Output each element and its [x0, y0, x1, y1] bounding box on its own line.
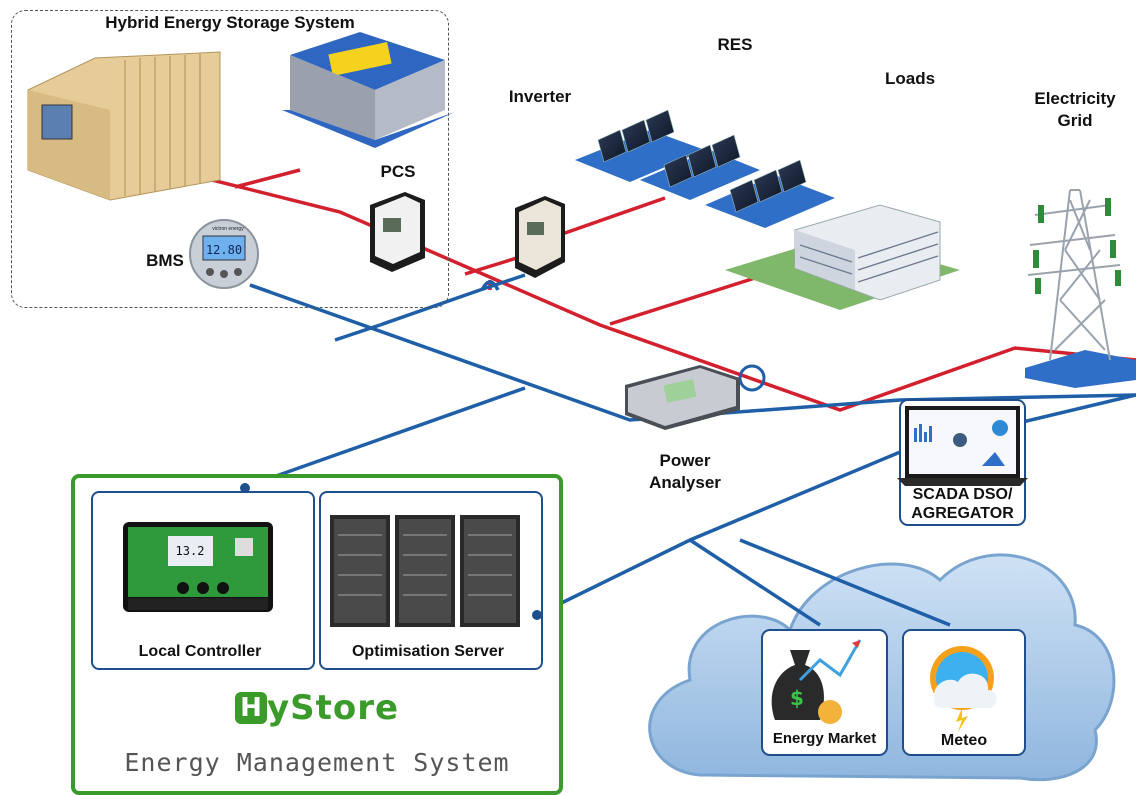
inverter-icon: [515, 196, 565, 278]
hystore-logo-text: yStore: [266, 688, 400, 728]
grid-label-line2: Grid: [1057, 111, 1093, 130]
line-crossover: [480, 280, 500, 291]
scada-label-line1: SCADA DSO/: [912, 486, 1013, 503]
battery-pack-icon: [282, 32, 455, 148]
bms-meter-icon: 12.80 victron energy: [189, 219, 259, 289]
solar-panels-icon: [575, 109, 835, 228]
res-label: RES: [717, 35, 753, 54]
ems-group: [71, 474, 563, 795]
energy-market-box: [761, 629, 888, 756]
transmission-tower-icon: [1025, 189, 1136, 388]
data-lines: [244, 273, 1136, 627]
ems-subtitle: Energy Management System: [124, 748, 510, 777]
bms-display-value: 12.80: [206, 243, 242, 257]
energy-market-label: Energy Market: [772, 730, 877, 747]
building-icon: [725, 204, 960, 310]
loads-label: Loads: [884, 69, 936, 88]
bms-label: BMS: [146, 251, 184, 270]
scada-monitor-icon: [897, 399, 1028, 526]
money-bag-icon: $: [771, 639, 862, 724]
optimisation-server-label: Optimisation Server: [351, 643, 505, 660]
weather-icon: [930, 646, 997, 732]
bms-brand-label: victron energy: [212, 226, 244, 232]
meteo-label: Meteo: [940, 732, 988, 749]
power-analyser-label-line2: Analyser: [649, 473, 721, 492]
power-analyser-label-line1: Power: [659, 451, 711, 470]
hybrid-storage-group: [11, 10, 449, 308]
power-analyser-icon: [625, 365, 740, 430]
pcs-icon: [370, 192, 425, 272]
scada-label-line2: AGREGATOR: [911, 505, 1014, 522]
grid-label-line1: Electricity: [1034, 89, 1116, 108]
hybrid-storage-label: Hybrid Energy Storage System: [105, 13, 355, 32]
battery-container-icon: [27, 51, 221, 201]
inverter-label: Inverter: [508, 87, 572, 106]
hystore-logo-mark: H: [234, 692, 267, 724]
local-controller-label: Local Controller: [138, 643, 262, 660]
svg-text:$: $: [790, 686, 804, 710]
pcs-label: PCS: [380, 162, 416, 181]
